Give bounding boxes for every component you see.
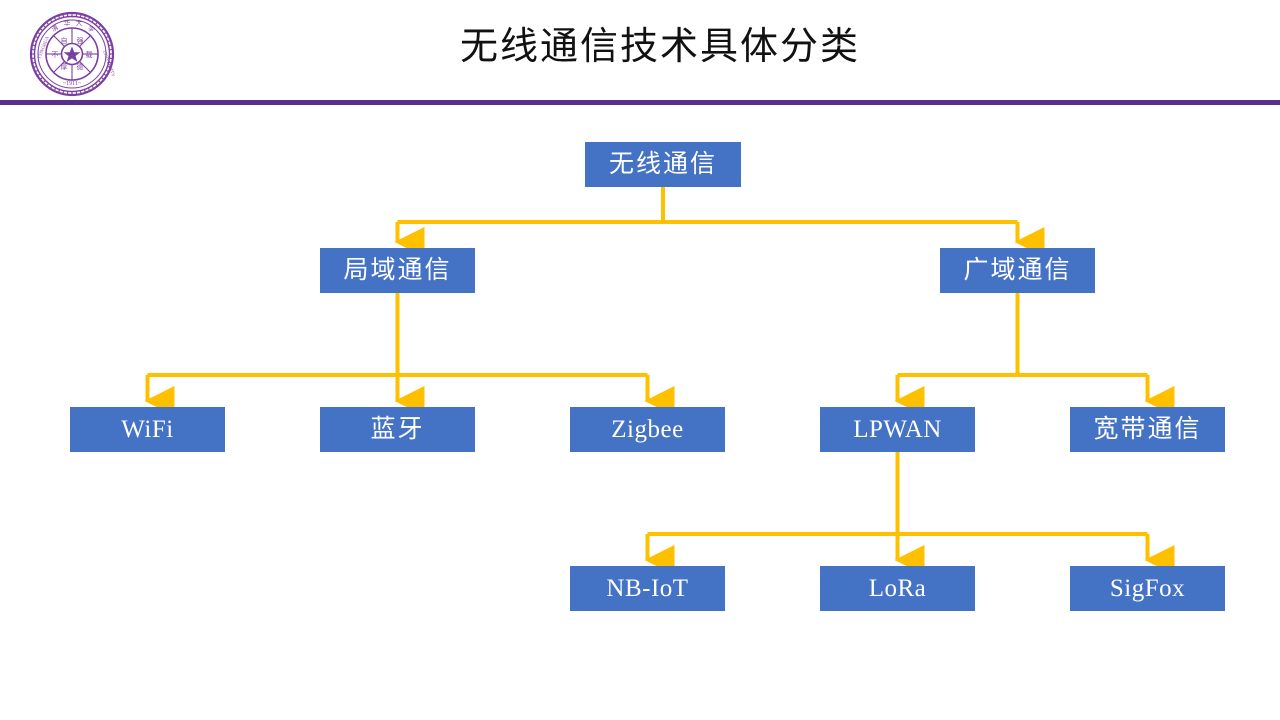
- svg-text:~1911~: ~1911~: [63, 81, 82, 87]
- svg-text:自: 自: [61, 36, 68, 45]
- svg-text:不: 不: [52, 51, 59, 59]
- wireless-communication-taxonomy-diagram: 无线通信 局域通信 广域通信 WiFi 蓝牙 Zigbee LPWAN 宽带通信…: [0, 104, 1280, 720]
- node-wide-area-communication[interactable]: 广域通信: [940, 248, 1095, 293]
- connector-lines: [144, 187, 1175, 575]
- node-wireless-communication[interactable]: 无线通信: [585, 142, 741, 187]
- node-lora[interactable]: LoRa: [820, 566, 975, 611]
- svg-text:厚: 厚: [61, 63, 68, 71]
- svg-text:学: 学: [86, 23, 97, 34]
- node-lpwan[interactable]: LPWAN: [820, 407, 975, 452]
- node-broadband-communication[interactable]: 宽带通信: [1070, 407, 1225, 452]
- tsinghua-university-seal-icon: ~1911~ TSINGHUA UNIVERSITY 清 华 大 学 自强 厚德…: [27, 9, 117, 99]
- node-wifi[interactable]: WiFi: [70, 407, 225, 452]
- slide-header: ~1911~ TSINGHUA UNIVERSITY 清 华 大 学 自强 厚德…: [0, 0, 1280, 105]
- node-zigbee[interactable]: Zigbee: [570, 407, 725, 452]
- svg-text:大: 大: [76, 18, 83, 27]
- node-nb-iot[interactable]: NB-IoT: [570, 566, 725, 611]
- node-bluetooth[interactable]: 蓝牙: [320, 407, 475, 452]
- svg-text:载: 载: [86, 50, 93, 59]
- svg-text:华: 华: [64, 18, 71, 27]
- header-divider: [0, 100, 1280, 105]
- svg-text:强: 强: [77, 37, 84, 45]
- page-title: 无线通信技术具体分类: [459, 26, 860, 68]
- node-local-area-communication[interactable]: 局域通信: [320, 248, 475, 293]
- node-sigfox[interactable]: SigFox: [1070, 566, 1225, 611]
- svg-text:德: 德: [77, 62, 84, 71]
- svg-text:清: 清: [50, 22, 61, 33]
